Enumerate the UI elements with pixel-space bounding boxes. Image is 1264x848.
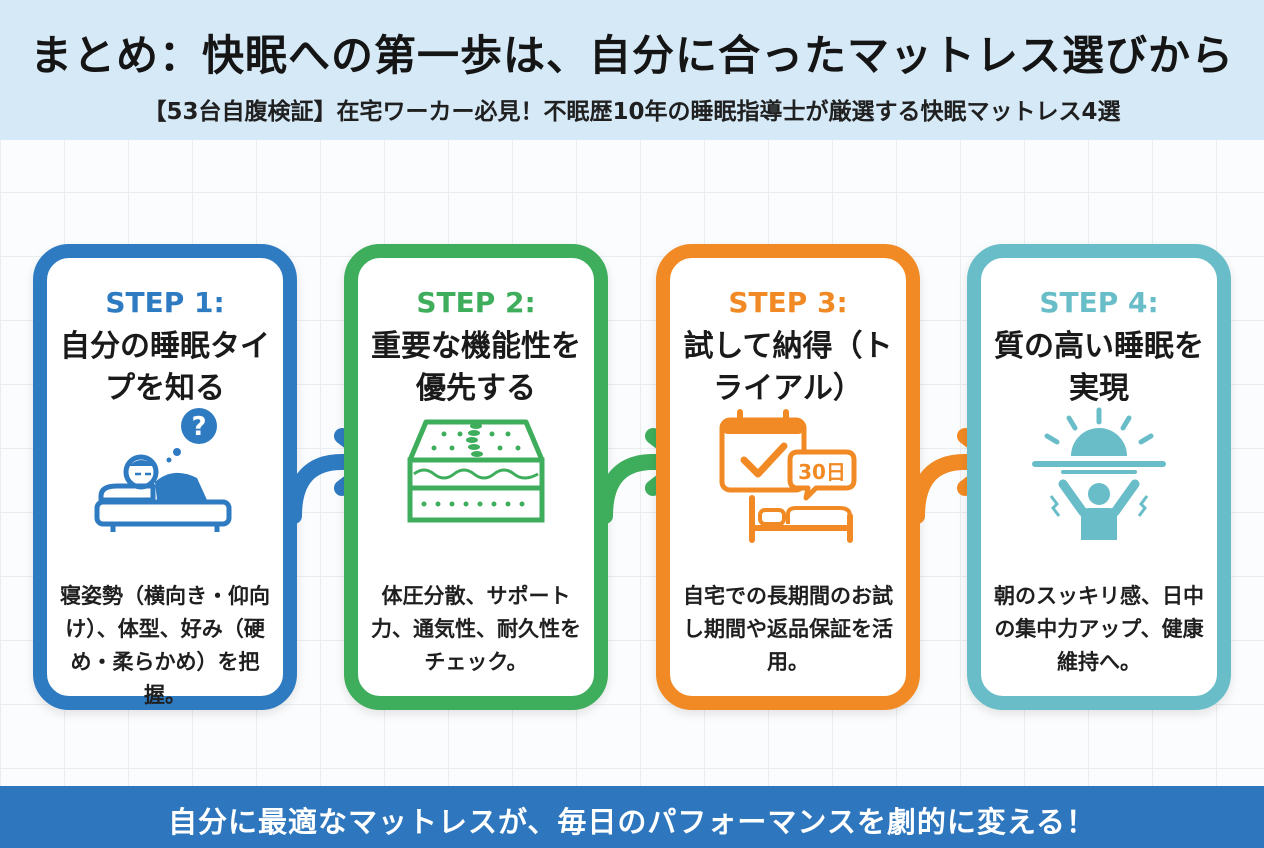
page-subtitle: 【53台自腹検証】在宅ワーカー必見！不眠歴10年の睡眠指導士が厳選する快眠マット… xyxy=(143,99,1121,125)
step-description: 自宅での長期間のお試し期間や返品保証を活用。 xyxy=(683,584,893,674)
mattress-spine-icon xyxy=(404,404,548,548)
step-title: 試して納得（トライアル） xyxy=(683,329,893,406)
step-title: 自分の睡眠タイプを知る xyxy=(60,329,270,406)
page-title: まとめ：快眠への第一歩は、自分に合ったマットレス選びから xyxy=(29,31,1234,80)
step-label: STEP 1: xyxy=(105,286,225,319)
step-label: STEP 4: xyxy=(1039,286,1159,319)
footer-banner: 自分に最適なマットレスが、毎日のパフォーマンスを劇的に変える！ xyxy=(0,786,1264,848)
step-card-2: STEP 2: 重要な機能性を優先する 体圧分散、サポート力、通気性、耐久性 xyxy=(344,244,608,710)
step-description: 体圧分散、サポート力、通気性、耐久性をチェック。 xyxy=(371,584,581,674)
step-title: 質の高い睡眠を実現 xyxy=(994,329,1204,406)
sleeping-person-question-icon: ? xyxy=(93,404,237,548)
step-card-3: STEP 3: 試して納得（トライアル） 30日 自宅での長期間のお試し期間や返… xyxy=(656,244,920,710)
step-label: STEP 3: xyxy=(728,286,848,319)
step-description: 朝のスッキリ感、日中の集中力アップ、健康維持へ。 xyxy=(994,584,1204,674)
svg-text:?: ? xyxy=(191,412,206,442)
trial-days-badge: 30日 xyxy=(798,460,846,484)
step-description: 寝姿勢（横向き・仰向け）、体型、好み（硬め・柔らかめ）を把握。 xyxy=(60,584,270,707)
footer-message: 自分に最適なマットレスが、毎日のパフォーマンスを劇的に変える！ xyxy=(168,805,1096,839)
step-card-4: STEP 4: 質の高い睡眠を実現 朝のスッキリ感、日中の集中力アップ、健康維持… xyxy=(967,244,1231,710)
step-title: 重要な機能性を優先する xyxy=(371,329,581,406)
step-card-1: STEP 1: 自分の睡眠タイプを知る ? 寝姿勢（横向き・仰向け）、体型、好み… xyxy=(33,244,297,710)
header-banner: まとめ：快眠への第一歩は、自分に合ったマットレス選びから 【53台自腹検証】在宅… xyxy=(0,0,1264,140)
step-label: STEP 2: xyxy=(416,286,536,319)
sunrise-person-icon xyxy=(1027,404,1171,548)
calendar-bed-icon: 30日 xyxy=(716,404,860,548)
